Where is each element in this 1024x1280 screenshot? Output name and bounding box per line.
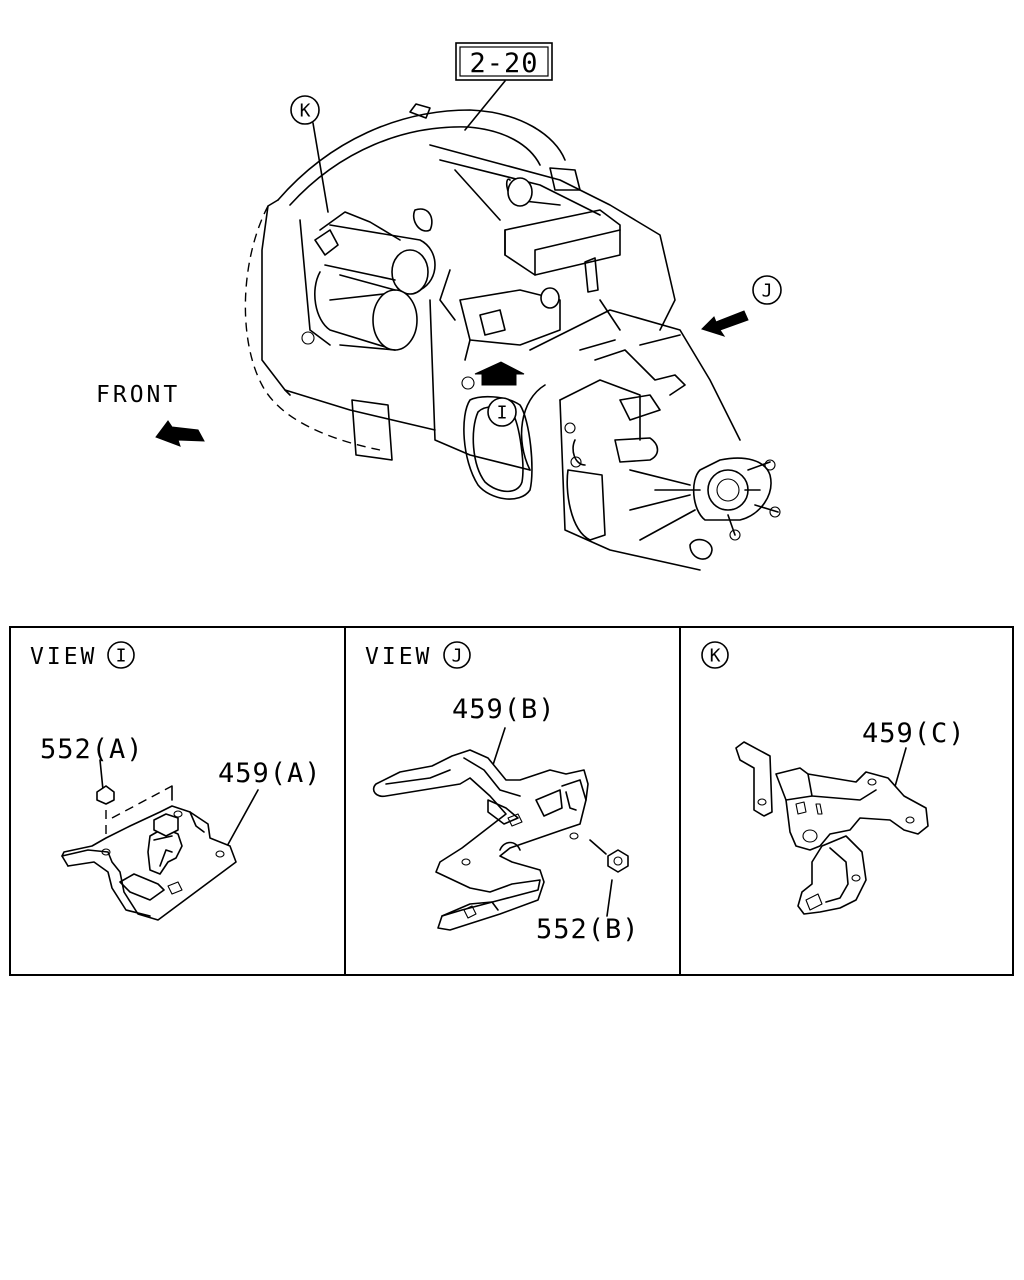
bracket-459c-drawing (735, 741, 929, 915)
bracket-459a-drawing (61, 759, 259, 921)
view-k-letter: K (710, 646, 721, 667)
callout-i-letter: I (497, 403, 508, 424)
transmission-assembly-drawing (244, 103, 781, 571)
callout-k-letter: K (300, 101, 311, 122)
callout-j-letter: J (762, 281, 773, 302)
view-i-title: VIEW (30, 644, 97, 670)
reference-box-text: 2-20 (469, 48, 538, 79)
front-direction-arrow-icon (155, 420, 205, 447)
part-label-552-a: 552(A) (40, 734, 144, 765)
view-j-title: VIEW (365, 644, 432, 670)
callout-k: K (290, 95, 329, 213)
part-label-552-b: 552(B) (536, 914, 640, 945)
part-label-459-c: 459(C) (862, 718, 966, 749)
callout-j: J (752, 275, 782, 305)
view-i-direction-arrow-icon (474, 361, 525, 386)
view-j-letter: J (452, 646, 463, 667)
views-frame (9, 626, 1014, 976)
view-i-panel: VIEW I 552(A) 459(A) (30, 641, 322, 921)
view-j-panel: VIEW J 459(B) 552(B) (365, 641, 640, 945)
reference-box: 2-20 (455, 42, 553, 131)
part-label-459-b: 459(B) (452, 694, 556, 725)
view-k-panel: K 459(C) (701, 641, 966, 915)
front-label: FRONT (96, 382, 180, 408)
callout-i: I (487, 397, 517, 427)
view-j-direction-arrow-icon (701, 310, 749, 337)
bracket-459b-drawing (372, 727, 629, 931)
view-i-letter: I (116, 646, 127, 667)
part-label-459-a: 459(A) (218, 758, 322, 789)
